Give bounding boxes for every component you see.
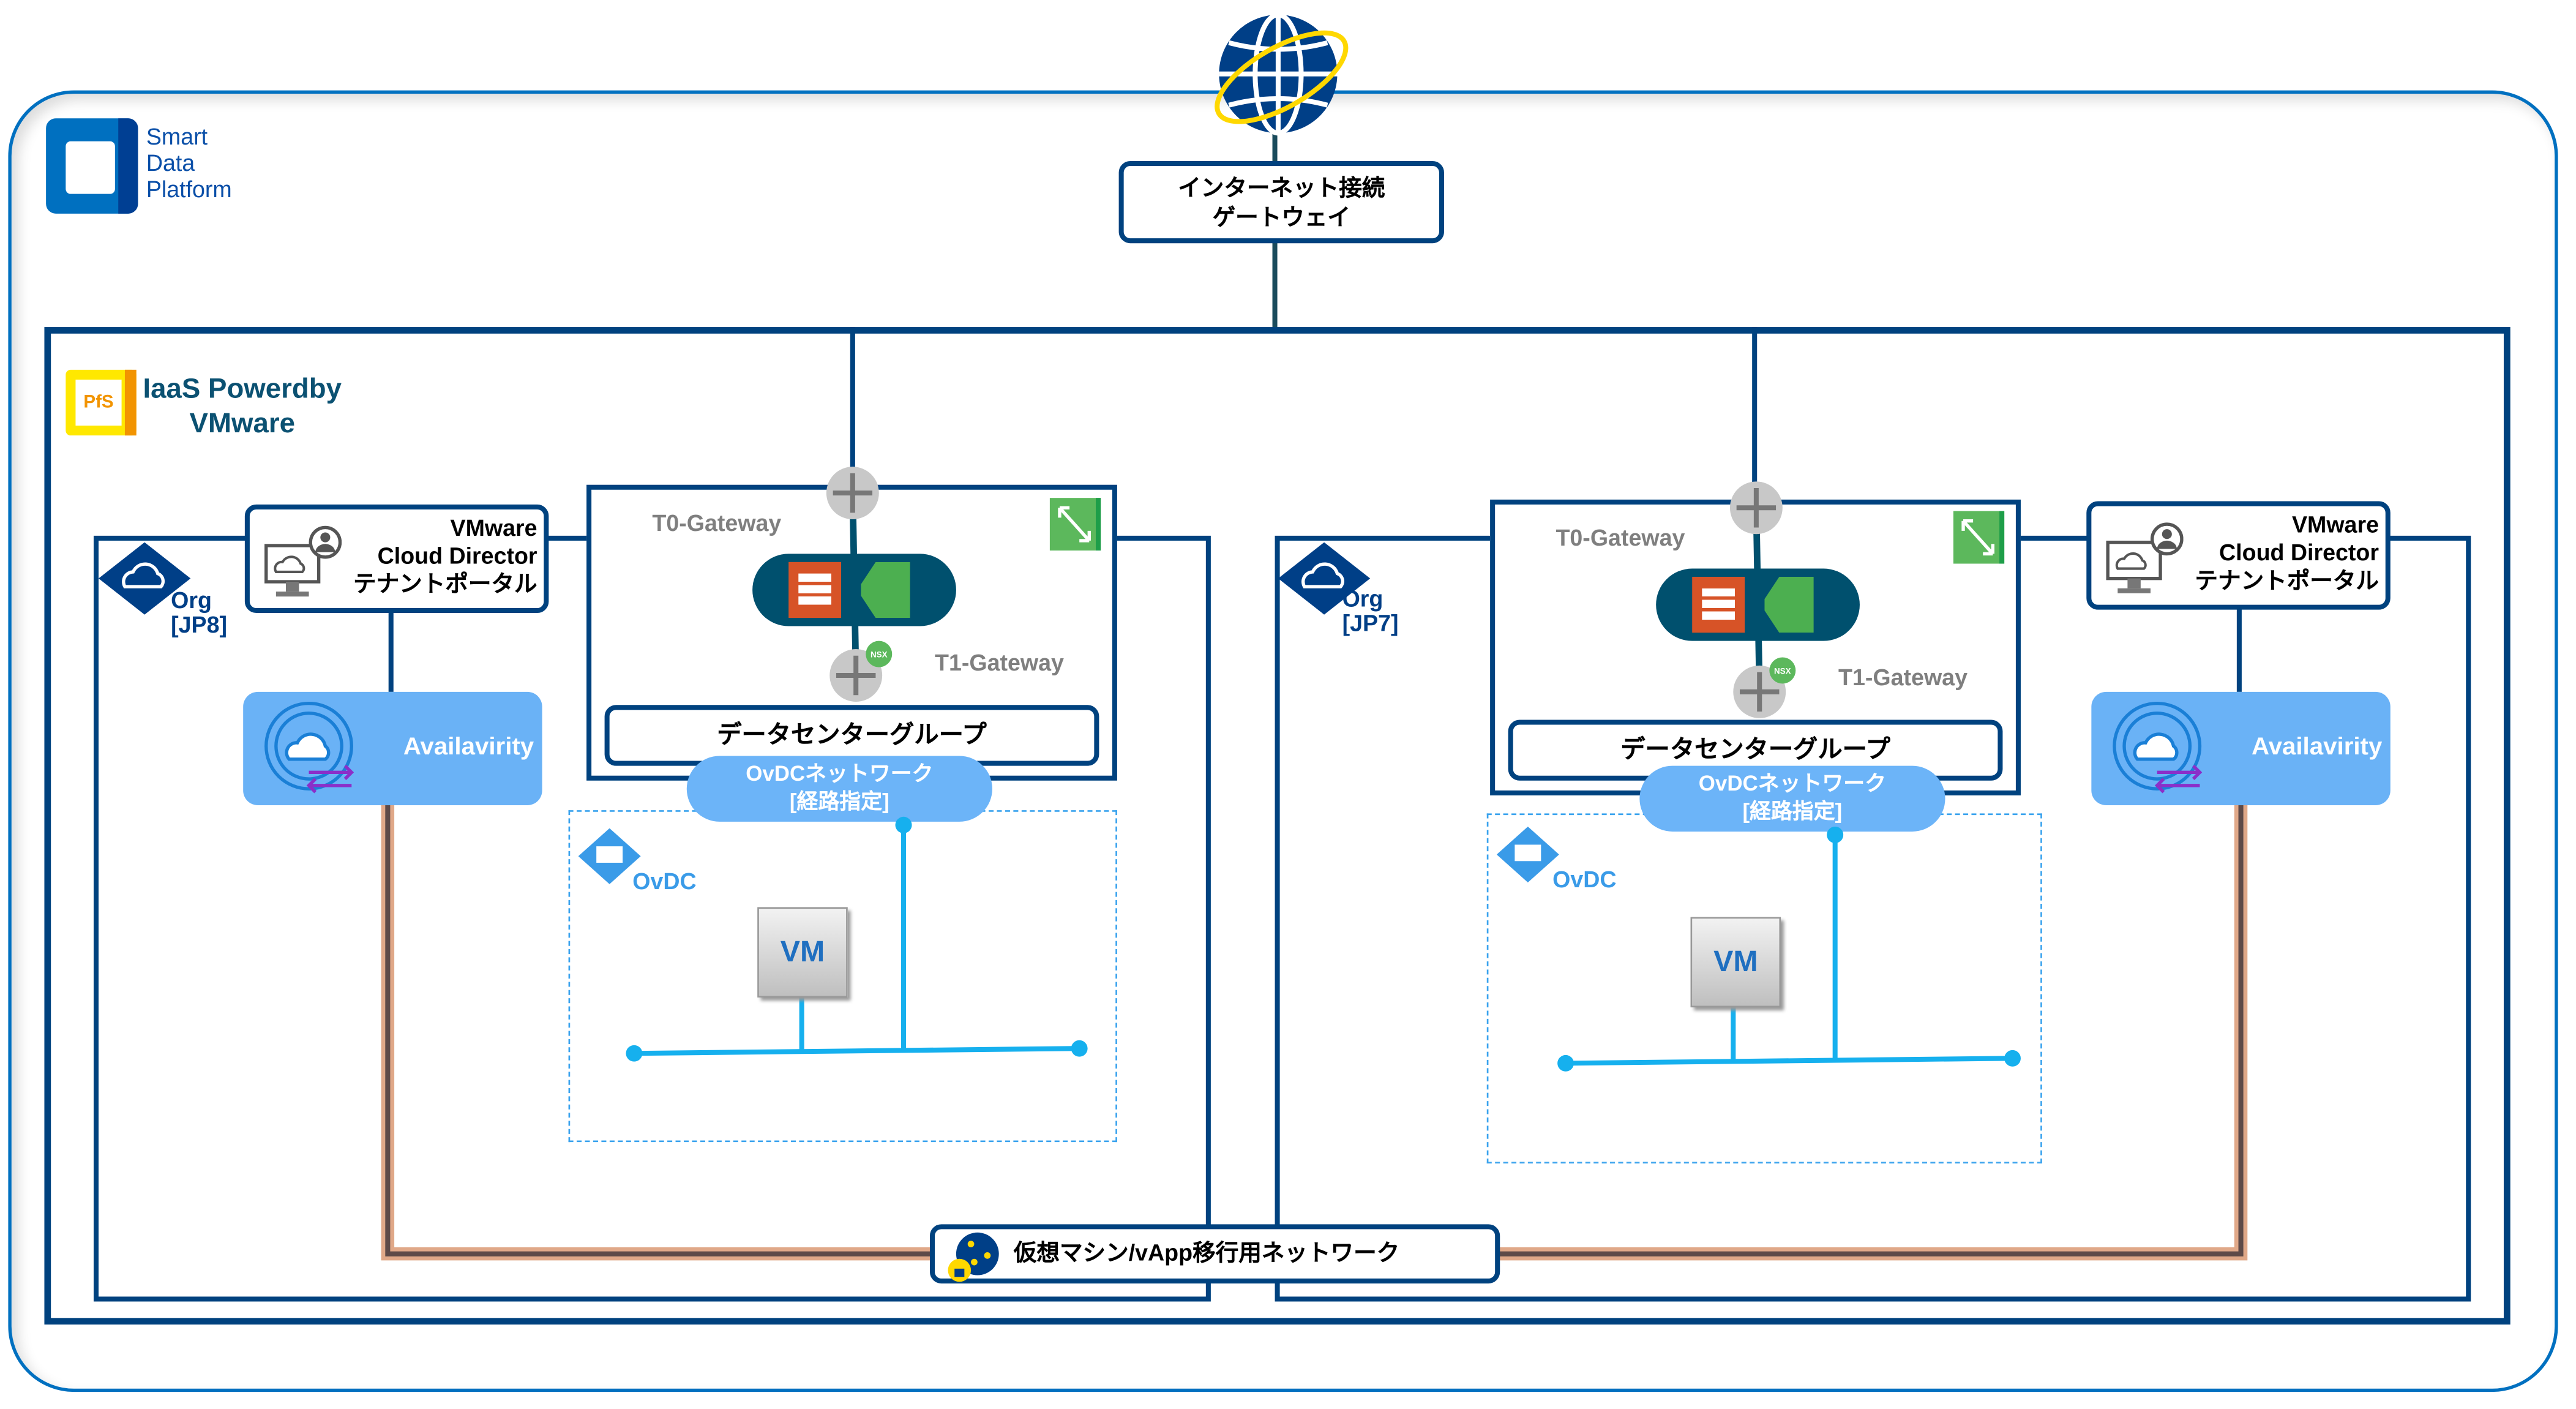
iaas-title: IaaS Powerdby VMware (143, 372, 342, 441)
availability-label: Availavirity (403, 732, 534, 761)
brand-line: Data (146, 149, 195, 176)
nsx-badge-icon (866, 641, 893, 667)
gateway-services-pill (752, 554, 956, 626)
org-cloud-icon (1278, 542, 1371, 615)
t1-gateway-label: T1-Gateway (1838, 664, 1968, 691)
t1-gateway-label: T1-Gateway (935, 649, 1064, 676)
availability-cloud-icon (2113, 701, 2203, 794)
gateway-services-pill (1656, 568, 1860, 641)
availability-box: Availavirity (243, 691, 542, 806)
org-cloud-icon (99, 542, 191, 615)
t0-router-icon (826, 467, 879, 520)
iaas-frame (44, 327, 2510, 1325)
availability-box: Availavirity (2091, 691, 2391, 806)
ovdc-label: OvDC (632, 867, 697, 894)
ovdc-icon (1496, 826, 1559, 883)
portal-user-icon (2106, 522, 2184, 593)
gateway-label: ゲートウェイ (1212, 203, 1351, 230)
sdp-logo-text: Smart Data Platform (146, 123, 232, 202)
nsx-badge-icon (1769, 657, 1796, 684)
t0-router-icon (1729, 481, 1783, 535)
migration-network-box: 仮想マシン/vApp移行用ネットワーク (929, 1224, 1500, 1283)
portal-user-icon (264, 525, 342, 597)
iaas-title-line: VMware (189, 407, 295, 439)
migration-network-label: 仮想マシン/vApp移行用ネットワーク (1013, 1239, 1400, 1266)
t1-router-icon: NSX (1733, 657, 1796, 718)
svg-text:NSX: NSX (1774, 666, 1791, 675)
nsx-edge-icon (1049, 498, 1101, 551)
ovdc-network-pill: OvDCネットワーク[経路指定] (686, 756, 992, 822)
ovdc-icon (578, 828, 641, 884)
t0-gateway-label: T0-Gateway (652, 509, 782, 536)
brand-line: Smart (146, 123, 208, 150)
ovdc-label: OvDC (1552, 866, 1617, 893)
org-label: Org[JP7] (1342, 585, 1399, 637)
vm-box: VM (757, 907, 848, 998)
vm-box: VM (1690, 917, 1781, 1008)
firewall-icon (788, 562, 842, 618)
internet-gateway-box: インターネット接続 ゲートウェイ (1118, 161, 1444, 244)
secure-network-icon (948, 1232, 999, 1282)
t0-gateway-label: T0-Gateway (1556, 524, 1685, 551)
availability-cloud-icon (264, 701, 354, 794)
nsx-edge-icon (1953, 511, 2005, 564)
org-label: Org[JP8] (171, 587, 227, 639)
pfs-logo-icon: PfS (66, 369, 137, 436)
sdp-logo-icon (46, 118, 138, 214)
ovdc-network-pill: OvDCネットワーク[経路指定] (1639, 765, 1945, 832)
svg-text:NSX: NSX (871, 650, 888, 659)
availability-label: Availavirity (2252, 732, 2383, 761)
brand-line: Platform (146, 176, 232, 203)
t1-router-icon: NSX (829, 641, 893, 702)
iaas-title-line: IaaS Powerdby (143, 373, 342, 405)
gateway-label: インターネット接続 (1178, 174, 1385, 201)
firewall-icon (1692, 576, 1745, 633)
